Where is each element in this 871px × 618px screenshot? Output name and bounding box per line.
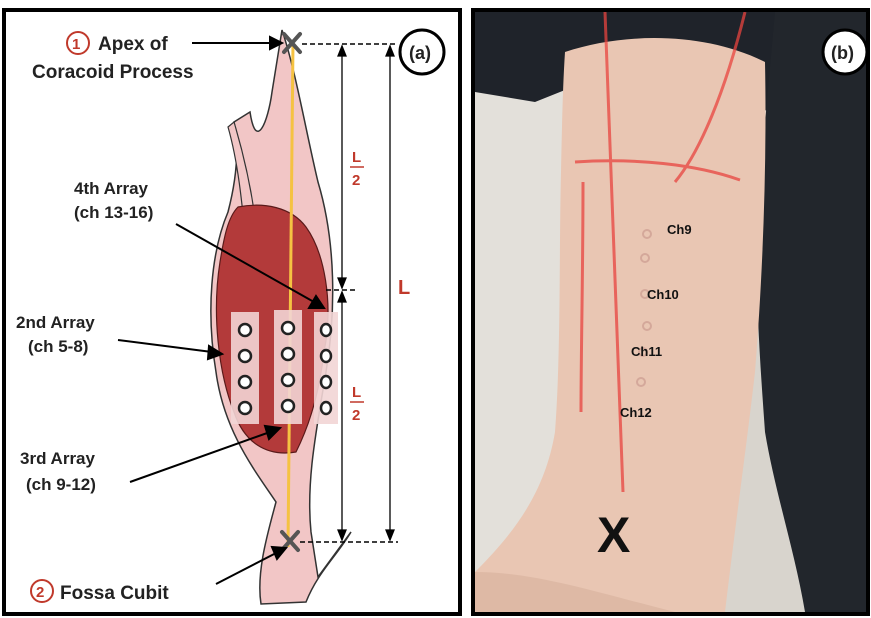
array4-line2: (ch 13-16): [74, 203, 153, 222]
half-lower-num: L: [352, 384, 361, 401]
fossa-cubit-x-marker: X: [597, 507, 630, 563]
half-upper-den: 2: [352, 172, 360, 189]
panel-a-schematic: L 2 L 2 L 1 Apex of Coracoid Process 4th…: [2, 8, 462, 616]
array4-line1: 4th Array: [74, 179, 149, 198]
landmark1-line2: Coracoid Process: [32, 62, 194, 83]
biceps-diagram: L 2 L 2 L 1 Apex of Coracoid Process 4th…: [6, 12, 458, 612]
landmark1-line1: Apex of: [98, 34, 168, 55]
arrow-array2: [118, 340, 222, 359]
channel-label-ch10: Ch10: [647, 287, 679, 302]
arrow-landmark1: [192, 37, 282, 49]
arm-photo: Ch9 Ch10 Ch11 Ch12 X (b): [475, 12, 866, 612]
channel-label-ch9: Ch9: [667, 222, 692, 237]
array3-line2: (ch 9-12): [26, 475, 96, 494]
panel-a-badge: (a): [409, 43, 431, 63]
array2-line1: 2nd Array: [16, 313, 95, 332]
half-lower-den: 2: [352, 407, 360, 424]
channel-label-ch12: Ch12: [620, 405, 652, 420]
panel-b-photo: Ch9 Ch10 Ch11 Ch12 X (b): [471, 8, 870, 616]
half-upper-num: L: [352, 149, 361, 166]
array2-line2: (ch 5-8): [28, 337, 88, 356]
channel-label-ch11: Ch11: [631, 344, 662, 359]
dimension-half-lower: [338, 292, 346, 540]
panel-b-badge: (b): [831, 43, 854, 63]
dimension-half-upper: [338, 46, 346, 288]
array3-line1: 3rd Array: [20, 449, 96, 468]
dimension-full: [386, 46, 394, 540]
length-label: L: [398, 277, 410, 299]
landmark2-number: 2: [36, 584, 44, 601]
landmark2-label: Fossa Cubit: [60, 583, 169, 604]
landmark1-number: 1: [72, 36, 80, 53]
